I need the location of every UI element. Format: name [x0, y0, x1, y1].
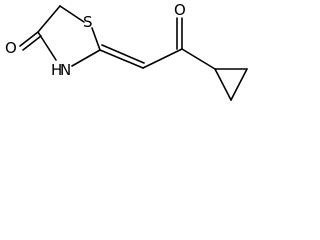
molecule-diagram: S O O H N	[5, 1, 248, 101]
bond-CH-Cketone	[142, 48, 183, 69]
atom-O-ketone: O	[174, 1, 186, 19]
atom-NH: H N	[51, 61, 71, 79]
bond-C4-O-b	[22, 35, 42, 51]
bond-C2-CH-b	[101, 44, 145, 64]
bond-N3-C2	[71, 49, 101, 67]
bond-C2-S	[91, 27, 101, 51]
structure-canvas: S O O H N	[0, 0, 260, 112]
bond-Cketone-Cp	[181, 48, 216, 70]
atom-S: S	[83, 13, 93, 31]
bond-cp-2	[230, 68, 248, 101]
bond-C2-CH-a	[99, 49, 144, 69]
bond-S-CH2	[59, 5, 85, 23]
atom-NH-N: N	[60, 61, 71, 79]
bond-cp-3	[214, 68, 232, 101]
bond-group	[19, 5, 248, 101]
atom-O-ring: O	[5, 39, 17, 57]
bond-CH2-C4	[37, 5, 61, 33]
atom-NH-H: H	[51, 61, 62, 79]
bond-C4-O-a	[19, 31, 39, 47]
